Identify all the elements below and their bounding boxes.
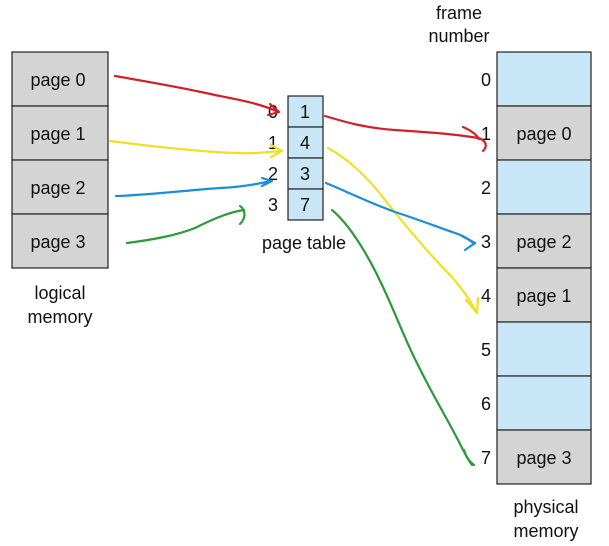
physical-frame-5 xyxy=(496,321,592,377)
page-table-entry-1 xyxy=(287,126,324,159)
frame-number-4: 4 xyxy=(481,286,491,306)
arrow-table3-to-frame7 xyxy=(330,208,474,467)
physical-memory-caption-line2: memory xyxy=(513,521,578,541)
frame-number-header-line2: number xyxy=(428,26,489,46)
physical-frame-6 xyxy=(496,375,592,431)
arrow-head-table1-to-frame4 xyxy=(464,296,480,315)
arrow-page3-to-table xyxy=(125,208,246,245)
arrow-head-page3-to-table xyxy=(238,204,246,226)
arrow-table0-to-frame1 xyxy=(323,114,487,153)
logical-memory-caption-line1: logical xyxy=(34,283,85,303)
physical-frame-4 xyxy=(496,267,592,323)
page-table-index-0: 0 xyxy=(268,102,278,122)
frame-number-5: 5 xyxy=(481,340,491,360)
arrow-page2-to-table xyxy=(114,179,273,198)
arrow-head-table2-to-frame3 xyxy=(460,234,477,252)
logical-page-3-label: page 3 xyxy=(30,232,85,252)
physical-frame-1 xyxy=(496,105,592,161)
physical-frame-0 xyxy=(496,51,592,107)
page-table-index-1: 1 xyxy=(268,133,278,153)
arrow-head-page2-to-table xyxy=(260,176,274,188)
frame-number-2: 2 xyxy=(481,178,491,198)
page-table: 1 4 3 7 0 1 2 3 page table xyxy=(262,95,346,253)
logical-memory-caption-line2: memory xyxy=(27,307,92,327)
arrow-head-table3-to-frame7 xyxy=(462,448,476,467)
physical-frame-3-content: page 2 xyxy=(516,232,571,252)
arrow-head-page0-to-table xyxy=(266,102,281,117)
physical-frame-7-content: page 3 xyxy=(516,448,571,468)
logical-page-1-box xyxy=(11,105,109,161)
physical-frame-4-content: page 1 xyxy=(516,286,571,306)
arrow-head-table0-to-frame1 xyxy=(461,125,481,141)
logical-page-2-box xyxy=(11,159,109,215)
page-table-frame-1: 4 xyxy=(300,133,310,153)
frame-number-0: 0 xyxy=(481,70,491,90)
arrow-table1-to-frame4 xyxy=(326,146,479,315)
arrow-page0-to-table xyxy=(113,74,280,114)
arrow-table2-to-frame3 xyxy=(324,181,476,246)
logical-page-0-box xyxy=(11,51,109,107)
page-table-frame-0: 1 xyxy=(300,102,310,122)
physical-memory: frame number page 0 page 2 page 1 page 3… xyxy=(428,3,592,541)
page-table-entry-3 xyxy=(287,188,324,221)
logical-page-3-box xyxy=(11,213,109,269)
frame-number-6: 6 xyxy=(481,394,491,414)
frame-number-7: 7 xyxy=(481,448,491,468)
logical-page-1-label: page 1 xyxy=(30,124,85,144)
frame-number-1: 1 xyxy=(481,124,491,144)
physical-frame-1-content: page 0 xyxy=(516,124,571,144)
physical-frame-7 xyxy=(496,429,592,485)
physical-frame-3 xyxy=(496,213,592,269)
physical-memory-caption-line1: physical xyxy=(513,497,578,517)
page-table-frame-2: 3 xyxy=(300,164,310,184)
logical-page-0-label: page 0 xyxy=(30,70,85,90)
logical-page-2-label: page 2 xyxy=(30,178,85,198)
page-table-index-2: 2 xyxy=(268,164,278,184)
arrow-head-page1-to-table xyxy=(269,143,284,159)
physical-frame-2 xyxy=(496,159,592,215)
arrow-page1-to-table xyxy=(108,139,283,155)
mapping-arrows xyxy=(108,74,487,467)
logical-memory: page 0 page 1 page 2 page 3 logical memo… xyxy=(11,51,109,327)
frame-number-3: 3 xyxy=(481,232,491,252)
page-table-caption: page table xyxy=(262,233,346,253)
frame-number-header-line1: frame xyxy=(436,3,482,23)
page-table-index-3: 3 xyxy=(268,195,278,215)
page-table-frame-3: 7 xyxy=(300,195,310,215)
